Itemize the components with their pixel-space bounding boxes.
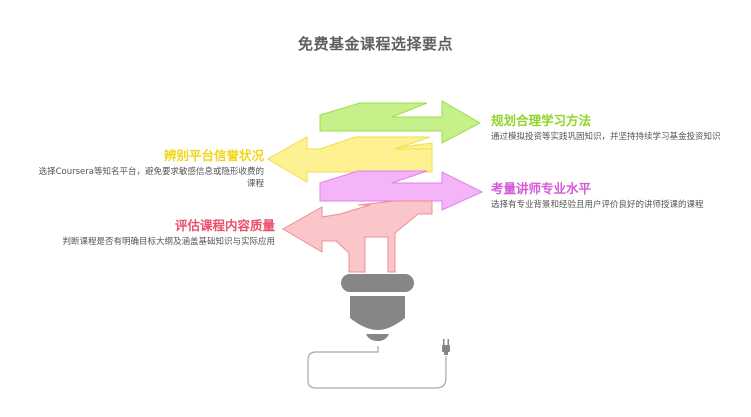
item-plan: 规划合理学习方法 通过模拟投资等实践巩固知识，并坚持持续学习基金投资知识: [491, 113, 726, 143]
bulb-base: [350, 296, 405, 330]
item-platform-description: 选择Coursera等知名平台，避免要求敏感信息或隐形收费的课程: [38, 167, 264, 189]
bulb-tip: [366, 334, 389, 341]
green-arrow-shape: [319, 100, 482, 144]
power-cord: [307, 346, 447, 389]
pink-arrow-shape: [281, 200, 433, 273]
item-instructor: 考量讲师专业水平 选择有专业背景和经验且用户评价良好的讲师授课的课程: [491, 181, 726, 211]
item-instructor-description: 选择有专业背景和经验且用户评价良好的讲师授课的课程: [491, 200, 704, 210]
item-quality-description: 判断课程是否有明确目标大纲及涵盖基础知识与实际应用: [62, 237, 275, 247]
item-plan-description: 通过模拟投资等实践巩固知识，并坚持持续学习基金投资知识: [491, 132, 721, 142]
item-quality-heading: 评估课程内容质量: [174, 218, 275, 233]
item-quality: 评估课程内容质量 判断课程是否有明确目标大纲及涵盖基础知识与实际应用: [50, 218, 275, 248]
bulb-cap: [341, 274, 414, 292]
item-platform: 辨别平台信誉状况 选择Coursera等知名平台，避免要求敏感信息或隐形收费的课…: [36, 148, 264, 190]
item-platform-heading: 辨别平台信誉状况: [163, 148, 264, 163]
diagram-title: 免费基金课程选择要点: [297, 35, 453, 53]
item-instructor-heading: 考量讲师专业水平: [491, 181, 592, 196]
item-plan-heading: 规划合理学习方法: [491, 113, 592, 128]
plug-icon: [442, 339, 450, 355]
